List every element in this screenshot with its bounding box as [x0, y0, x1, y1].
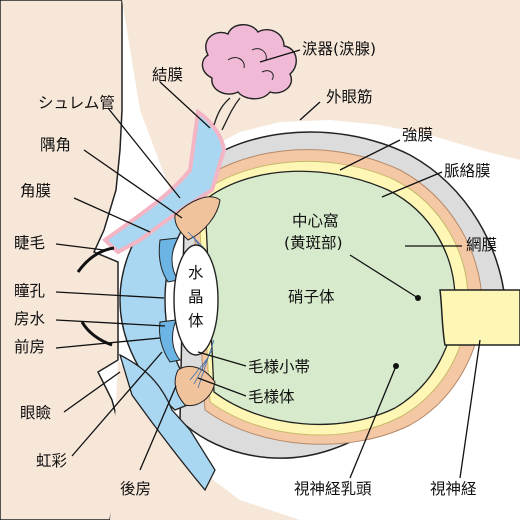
label-lacrimal-gland: 涙器(涙腺) [302, 39, 376, 58]
label-lens-char3: 体 [188, 312, 204, 330]
label-fovea-line1: 中心窩 [292, 212, 339, 230]
lens-shape [173, 244, 219, 356]
eyelash-upper [76, 246, 115, 273]
label-conjunctiva: 結膜 [152, 66, 183, 84]
eyelash-lower [80, 321, 113, 347]
label-vitreous-body: 硝子体 [288, 288, 335, 306]
label-schlemm-canal: シュレム管 [38, 94, 115, 112]
skin-profile [0, 0, 123, 520]
label-ciliary-body: 毛様体 [248, 388, 295, 406]
label-pupil: 瞳孔 [14, 282, 46, 300]
label-lens-char1: 水 [188, 264, 204, 282]
label-retina: 網膜 [466, 236, 497, 254]
label-angle: 隅角 [40, 136, 71, 154]
conjunctiva-lower [118, 353, 216, 492]
label-iris: 虹彩 [36, 452, 68, 470]
skin-lower [0, 360, 300, 520]
iris-lower [159, 319, 181, 363]
ciliary-upper [174, 196, 221, 241]
ciliary-lower [174, 366, 216, 407]
leader-lines [55, 49, 481, 479]
lacrimal-gland-shape [201, 24, 297, 131]
label-eyelid: 眼瞼 [20, 403, 52, 422]
label-cornea: 角膜 [20, 182, 51, 200]
label-zonule: 毛様小帯 [248, 358, 310, 376]
label-optic-nerve: 視神経 [430, 480, 477, 498]
optic-nerve-shape [439, 289, 520, 346]
label-eyelash: 睫毛 [14, 234, 45, 252]
label-lens-char2: 晶 [188, 288, 204, 306]
label-aqueous-humor: 房水 [14, 310, 46, 328]
label-choroid: 脈絡膜 [444, 162, 491, 180]
label-fovea-line2: (黄斑部) [284, 234, 343, 252]
label-extraocular-muscle: 外眼筋 [326, 88, 373, 106]
label-optic-disc: 視神経乳頭 [294, 480, 372, 498]
label-anterior-chamber: 前房 [14, 338, 45, 356]
label-sclera: 強膜 [402, 126, 433, 144]
label-posterior-chamber: 後房 [120, 480, 151, 498]
